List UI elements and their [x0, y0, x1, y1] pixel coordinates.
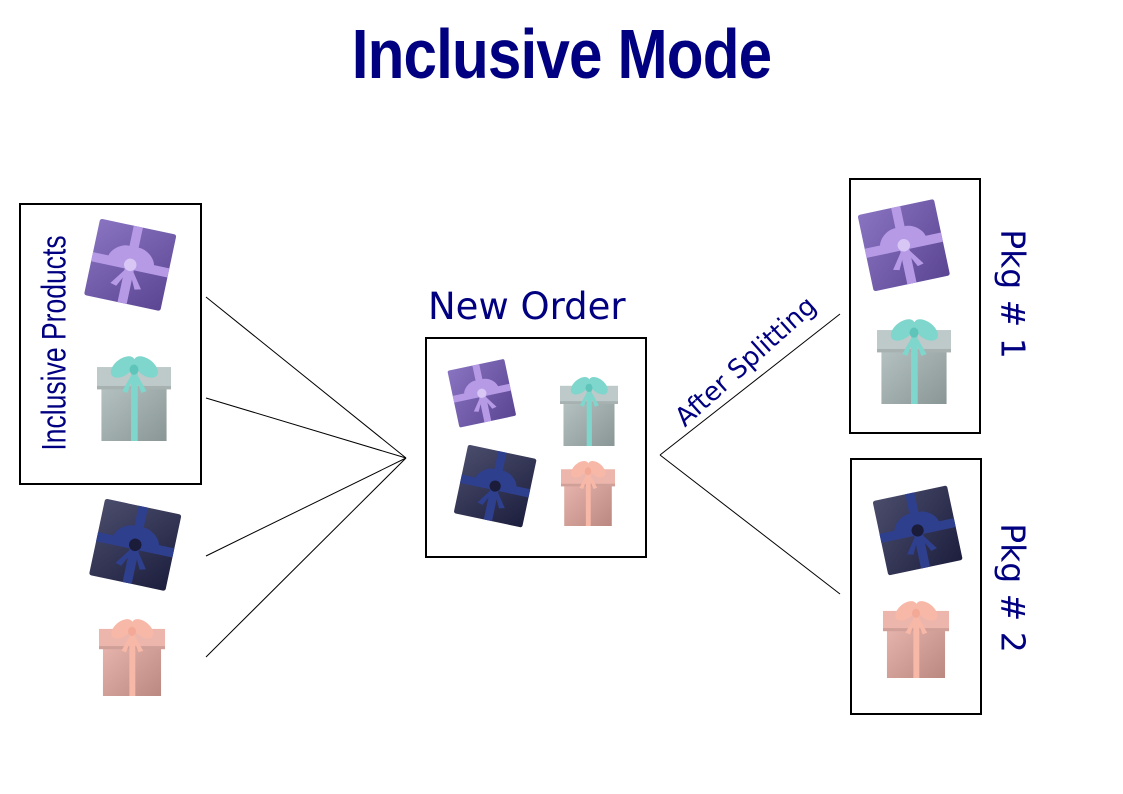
connector-line: [659, 454, 841, 595]
page-title: Inclusive Mode: [351, 15, 772, 93]
inclusive-products-box: [19, 203, 202, 485]
connector-line: [205, 457, 407, 557]
package-1-label: Pkg # 1: [993, 229, 1033, 359]
pink-gift-box-icon: [99, 615, 165, 696]
package-2-label: Pkg # 2: [993, 523, 1033, 653]
package-1-box: [849, 178, 981, 434]
connector-line: [205, 296, 407, 459]
new-order-label: New Order: [428, 285, 626, 328]
package-2-box: [850, 458, 982, 715]
new-order-box: [425, 337, 647, 558]
navy-gift-box-icon: [88, 498, 182, 592]
connector-line: [205, 457, 407, 658]
connector-line: [659, 313, 841, 456]
connector-line: [205, 397, 407, 459]
inclusive-products-label: Inclusive Products: [35, 235, 74, 451]
